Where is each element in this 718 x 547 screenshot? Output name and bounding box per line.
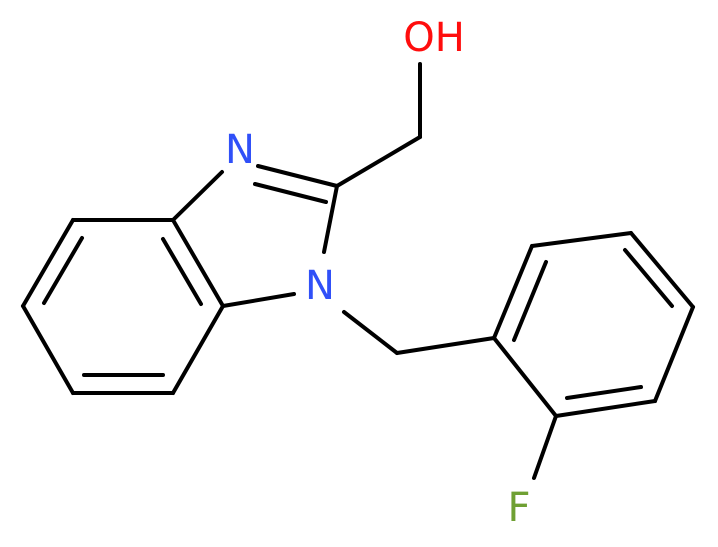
bond-n1-c7a [221, 292, 296, 308]
benzo-ring [21, 218, 225, 395]
bond-c3p-c4p [653, 305, 695, 403]
fluoro-substituent [532, 414, 558, 480]
bond-c5p-c6p [530, 231, 633, 248]
bond-c4-c5 [21, 218, 75, 308]
atom-label-n-benzyl: N [305, 263, 335, 309]
bond-n3-c2 [256, 164, 339, 188]
atom-label-n-imine: N [225, 127, 255, 173]
atom-label-oh: OH [403, 15, 465, 61]
bond-c4p-c5p [629, 231, 695, 309]
bond-c6p-c1p [492, 244, 534, 340]
hydroxymethyl-group [335, 62, 422, 188]
bond-n3-c2-inner [253, 182, 328, 204]
bond-c2p-c3p [554, 399, 657, 418]
bond-c7a-c3a-inner [161, 237, 203, 306]
bond-c3a-n3 [171, 170, 224, 222]
bond-ch2-c1prime [395, 336, 496, 355]
bond-c2p-c3p-inner [565, 385, 643, 400]
atom-label-f: F [507, 485, 530, 531]
bond-c4p-c5p-inner [623, 248, 674, 308]
bond-c7a-c3a [171, 218, 225, 308]
benzyl-linker [342, 310, 496, 355]
bond-c5-c6 [21, 304, 75, 395]
bond-c2-n1 [322, 184, 339, 254]
bond-c7-c7a [171, 304, 225, 395]
bond-c6p-c1p-inner [512, 260, 548, 342]
bond-c1p-c2p [492, 336, 558, 418]
bond-c4-c5-inner [42, 236, 84, 305]
bond-c2p-f [532, 414, 558, 480]
imidazole-ring [171, 164, 339, 308]
bond-c2-ch2 [335, 135, 422, 188]
fluorophenyl-ring [492, 231, 695, 418]
bond-n1-ch2 [342, 310, 399, 355]
